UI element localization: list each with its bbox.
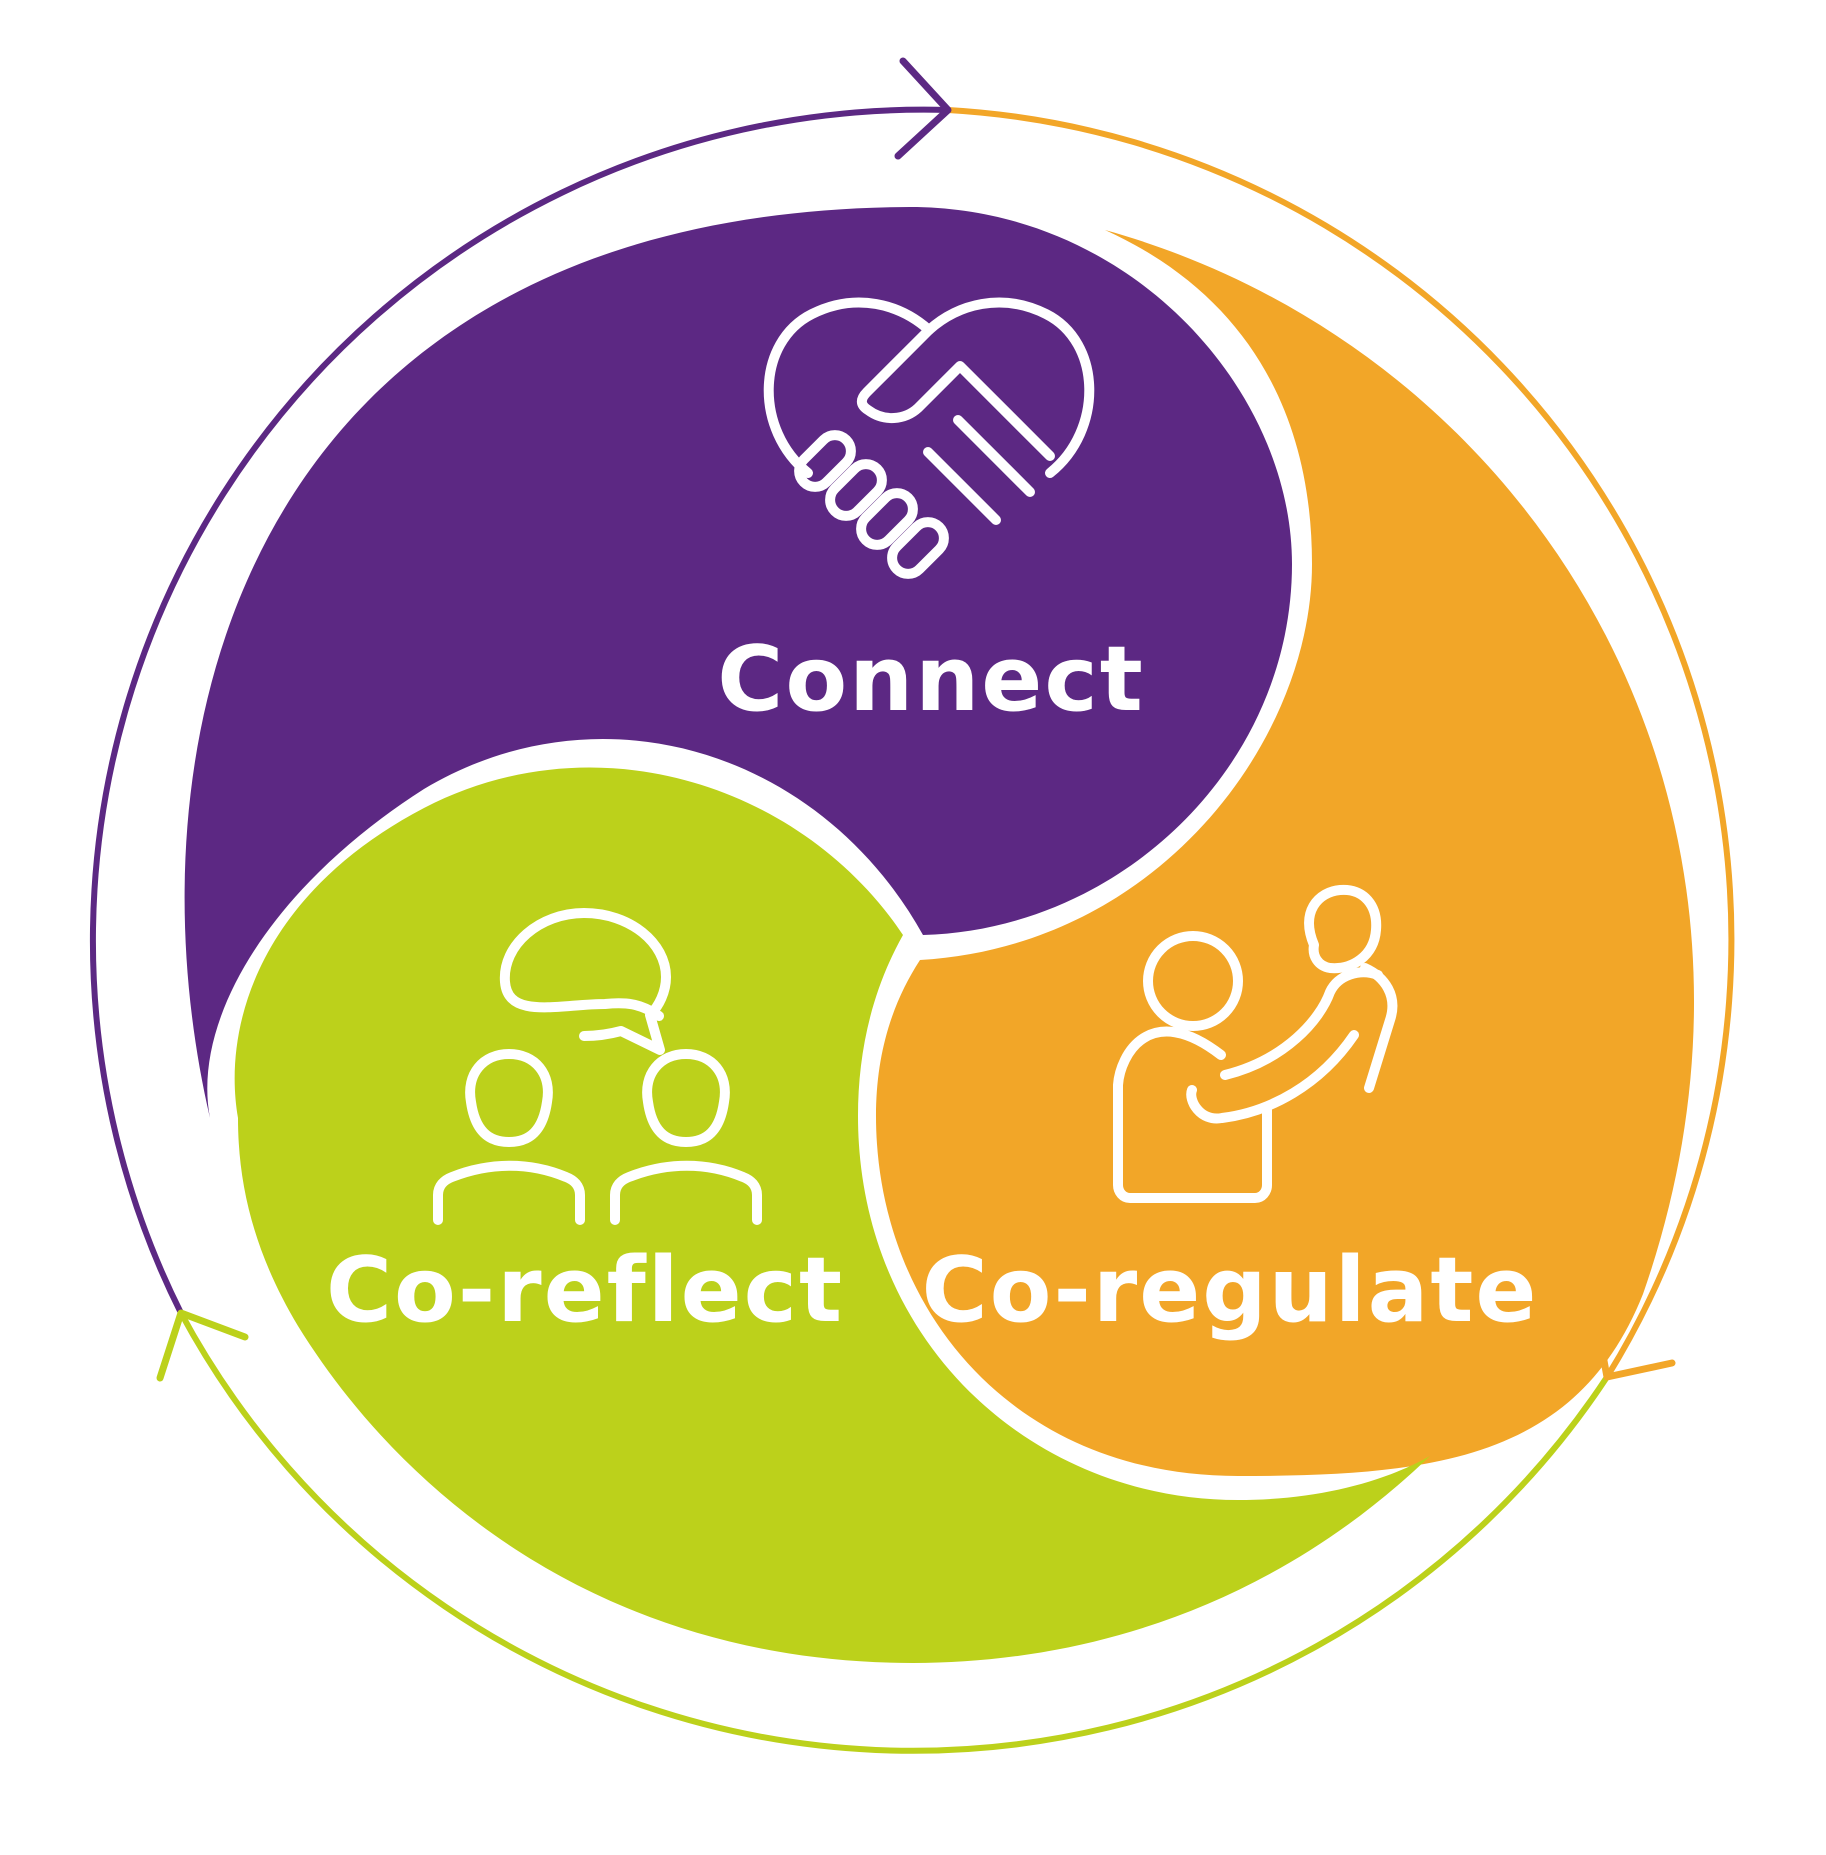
two-people-speech-bubble-icon: [433, 908, 762, 1225]
connect-label: Connect: [717, 627, 1144, 732]
coreflect-label: Co-reflect: [326, 1238, 844, 1343]
ring-arc-purple: [89, 106, 949, 1315]
ring-arc-green: [178, 1311, 1610, 1754]
coregulate-label: Co-regulate: [922, 1238, 1539, 1343]
connect-segment: [184, 207, 1293, 1118]
adult-supporting-child-icon: [1113, 884, 1398, 1203]
ring-arc-orange: [947, 107, 1735, 1379]
outer-cycle-ring: [89, 106, 1735, 1754]
coreflect-segment: [234, 767, 1431, 1663]
handshake-heart-icon: [763, 297, 1095, 579]
coregulate-segment: [876, 230, 1695, 1476]
arrow-left-icon: [156, 1309, 249, 1382]
arrow-top-icon: [894, 57, 952, 160]
